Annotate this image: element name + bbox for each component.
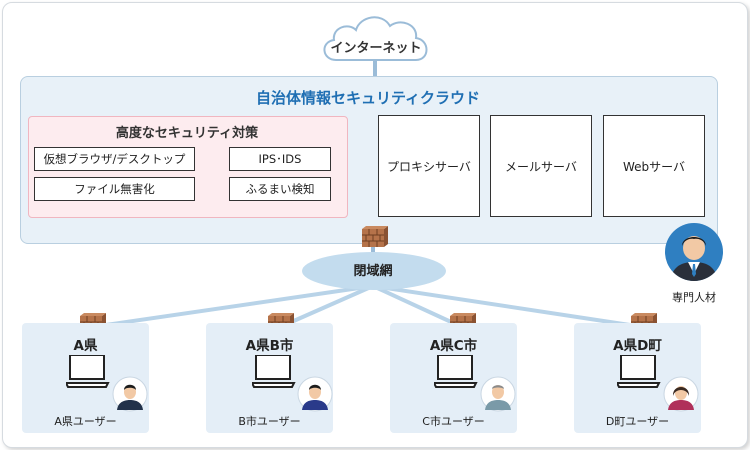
- laptop-icon: [434, 355, 477, 388]
- user-avatar-icon: [112, 376, 148, 412]
- security-item: 仮想ブラウザ/デスクトップ: [34, 147, 195, 171]
- link-d: [372, 284, 644, 329]
- user-label: B市ユーザー: [238, 415, 301, 428]
- security-item: ファイル無害化: [34, 177, 195, 201]
- mail-server-box: メールサーバ: [490, 115, 592, 217]
- link-b: [279, 284, 374, 329]
- advanced-security-title: 高度なセキュリティ対策: [115, 126, 259, 141]
- laptop-icon: [66, 355, 109, 388]
- security-cloud-title: 自治体情報セキュリティクラウド: [255, 89, 481, 107]
- link-a: [91, 284, 374, 329]
- user-avatar-icon: [480, 376, 516, 412]
- user-label: C市ユーザー: [422, 415, 485, 428]
- closed-network-label: 閉域網: [353, 264, 393, 279]
- laptop-icon: [252, 355, 295, 388]
- region-name: A県: [73, 338, 98, 354]
- region-name: A県C市: [429, 338, 478, 354]
- user-avatar-icon: [663, 376, 699, 412]
- firewall-icon: [362, 226, 389, 248]
- user-label: D町ユーザー: [605, 415, 670, 428]
- link-c: [372, 284, 463, 329]
- region-name: A県B市: [245, 338, 294, 354]
- internet-label: インターネット: [330, 41, 422, 56]
- cloud-icon: [323, 16, 428, 61]
- region-name: A県D町: [613, 338, 662, 354]
- security-item: ふるまい検知: [229, 177, 331, 201]
- web-server-box: Webサーバ: [603, 115, 705, 217]
- expert-label: 専門人材: [672, 291, 716, 304]
- user-avatar-icon: [297, 376, 333, 412]
- user-label: A県ユーザー: [54, 415, 117, 428]
- expert-avatar-icon: [665, 223, 723, 281]
- laptop-icon: [617, 355, 660, 388]
- proxy-server-box: プロキシサーバ: [378, 115, 480, 217]
- security-item: IPS･IDS: [229, 147, 331, 171]
- closed-network-ellipse: [302, 252, 446, 290]
